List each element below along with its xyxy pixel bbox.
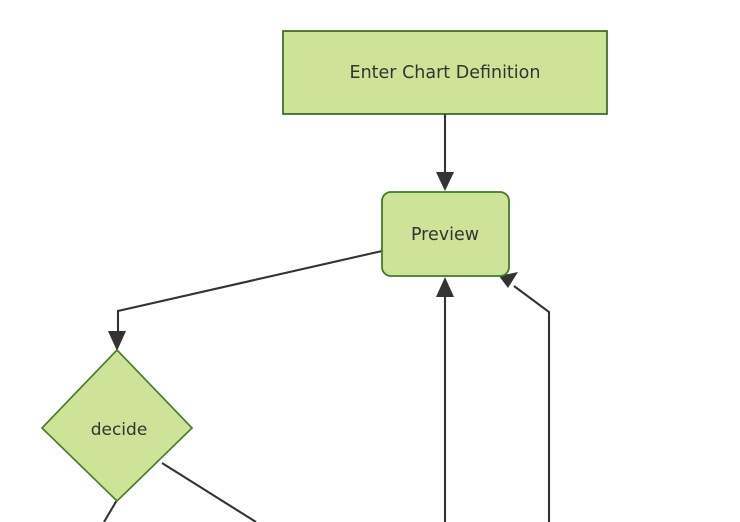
- node-enter-chart-definition[interactable]: Enter Chart Definition: [282, 30, 608, 115]
- arrowhead-icon-bottom-center-to-preview: [436, 277, 454, 297]
- edge-line-decide-right-out: [161, 462, 257, 522]
- arrowhead-icon-preview-to-decide: [108, 331, 126, 351]
- edge-line-preview-to-decide: [116, 249, 383, 331]
- edge-bottom-right-to-preview: [499, 272, 551, 522]
- node-shape-diamond[interactable]: [40, 348, 194, 503]
- node-label-enter-chart-definition: Enter Chart Definition: [350, 63, 541, 83]
- edge-decide-right-out: [161, 462, 257, 522]
- arrowhead-icon-enter-to-preview: [436, 172, 454, 191]
- node-preview[interactable]: Preview: [381, 191, 510, 277]
- edge-line-decide-bottom-out: [103, 499, 118, 522]
- edge-preview-to-decide: [108, 249, 383, 351]
- node-shape-rounded-rectangle[interactable]: [381, 191, 510, 277]
- node-shape-rectangle[interactable]: [282, 30, 608, 115]
- edge-line-bottom-right-to-preview: [513, 285, 551, 522]
- edge-decide-bottom-out: [103, 499, 118, 522]
- edge-enter-to-preview: [436, 114, 454, 191]
- node-decide[interactable]: decide: [40, 348, 194, 503]
- edge-bottom-center-to-preview: [436, 277, 454, 522]
- node-label-preview: Preview: [411, 225, 479, 245]
- node-label-decide: decide: [91, 420, 148, 440]
